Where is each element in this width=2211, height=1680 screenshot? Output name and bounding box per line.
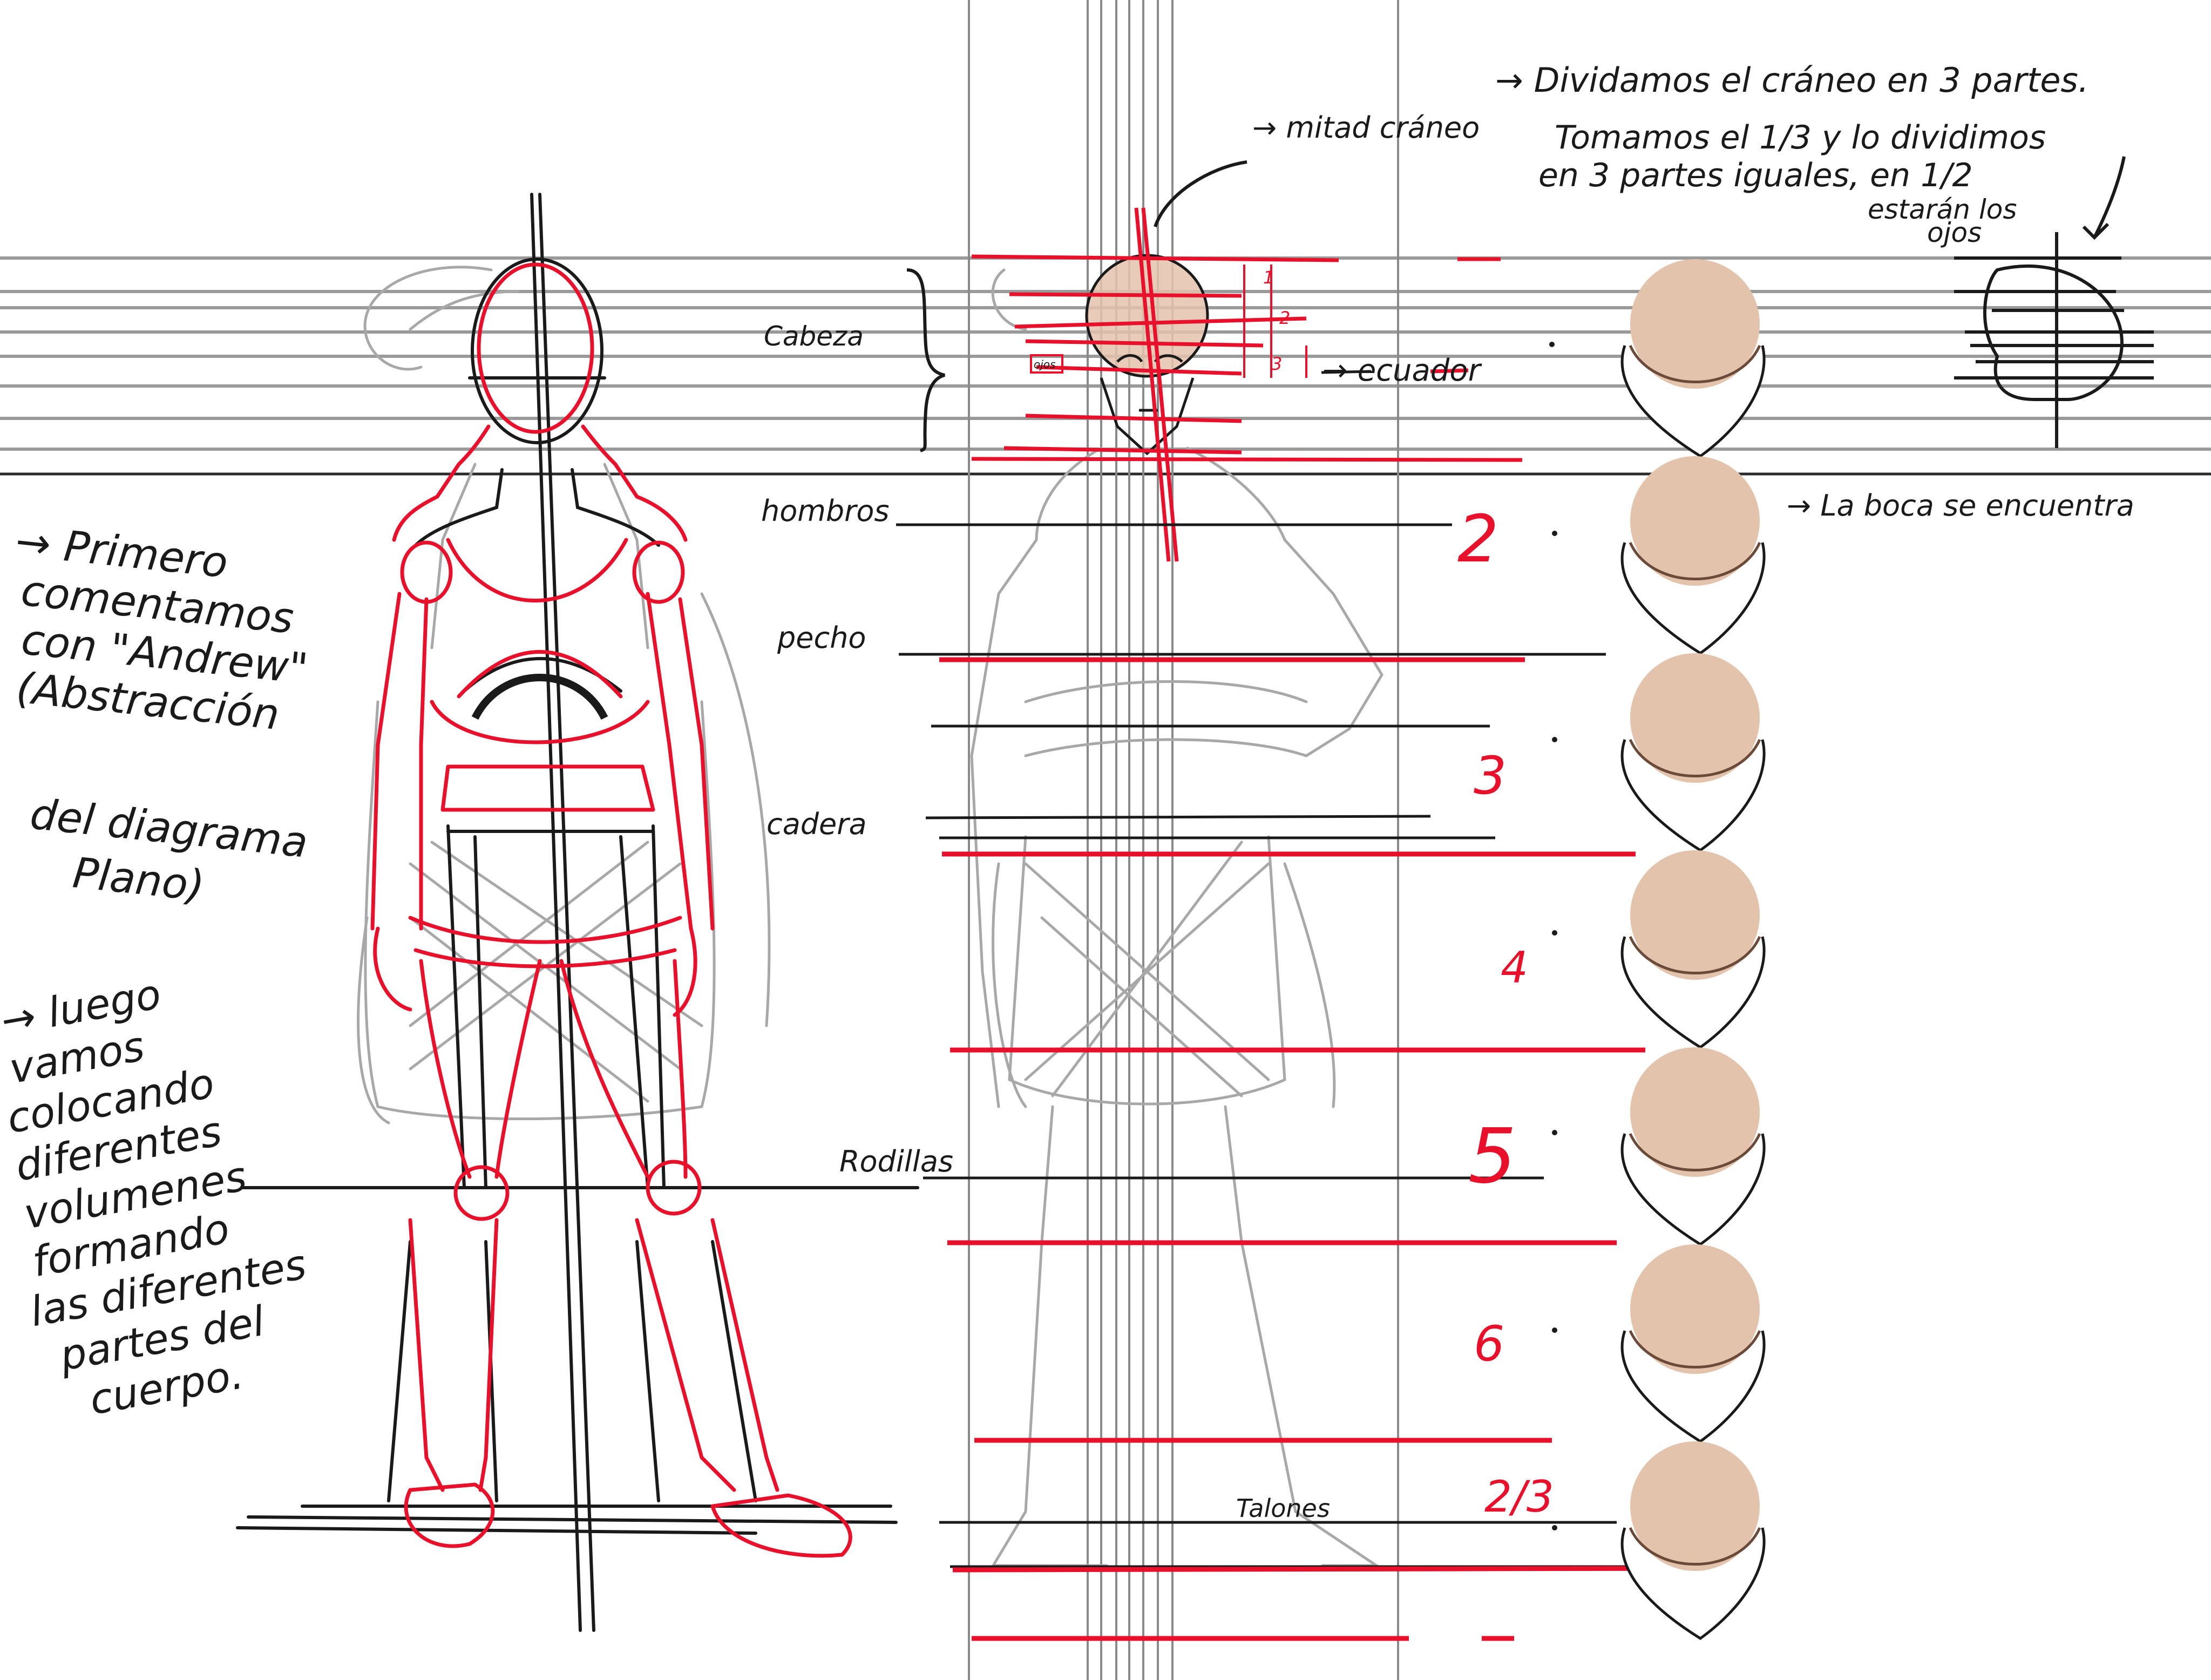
- number-6: 6: [1474, 1316, 1504, 1372]
- cabeza-label: Cabeza: [764, 321, 864, 352]
- talones-label: Talones: [1236, 1494, 1330, 1523]
- skull-part-2: 2: [1279, 308, 1290, 328]
- dividamos-label: → Dividamos el cráneo en 3 partes.: [1495, 60, 2089, 100]
- tomamos-line1: Tomamos el 1/3 y lo dividimos: [1555, 119, 2046, 157]
- number-2: 2: [1457, 502, 1498, 577]
- estaran-line2: ojos: [1927, 217, 1982, 248]
- boca-label: → La boca se encuentra: [1787, 489, 2134, 523]
- number-2-3: 2/3: [1484, 1472, 1554, 1522]
- number-5: 5: [1468, 1113, 1516, 1201]
- pecho-label: pecho: [777, 621, 866, 655]
- ojos-tag: ojos: [1034, 358, 1055, 371]
- cadera-label: cadera: [767, 807, 867, 841]
- number-4: 4: [1501, 943, 1528, 993]
- skull-part-1: 1: [1263, 267, 1274, 288]
- rodillas-label: Rodillas: [839, 1144, 953, 1178]
- ecuador-label: → ecuador: [1322, 353, 1482, 388]
- skull-part-3: 3: [1271, 354, 1282, 374]
- mitad-craneo-label: → mitad cráneo: [1252, 111, 1480, 145]
- hombros-label: hombros: [761, 494, 890, 528]
- number-3: 3: [1474, 746, 1507, 806]
- tomamos-line2: en 3 partes iguales, en 1/2: [1538, 157, 1973, 194]
